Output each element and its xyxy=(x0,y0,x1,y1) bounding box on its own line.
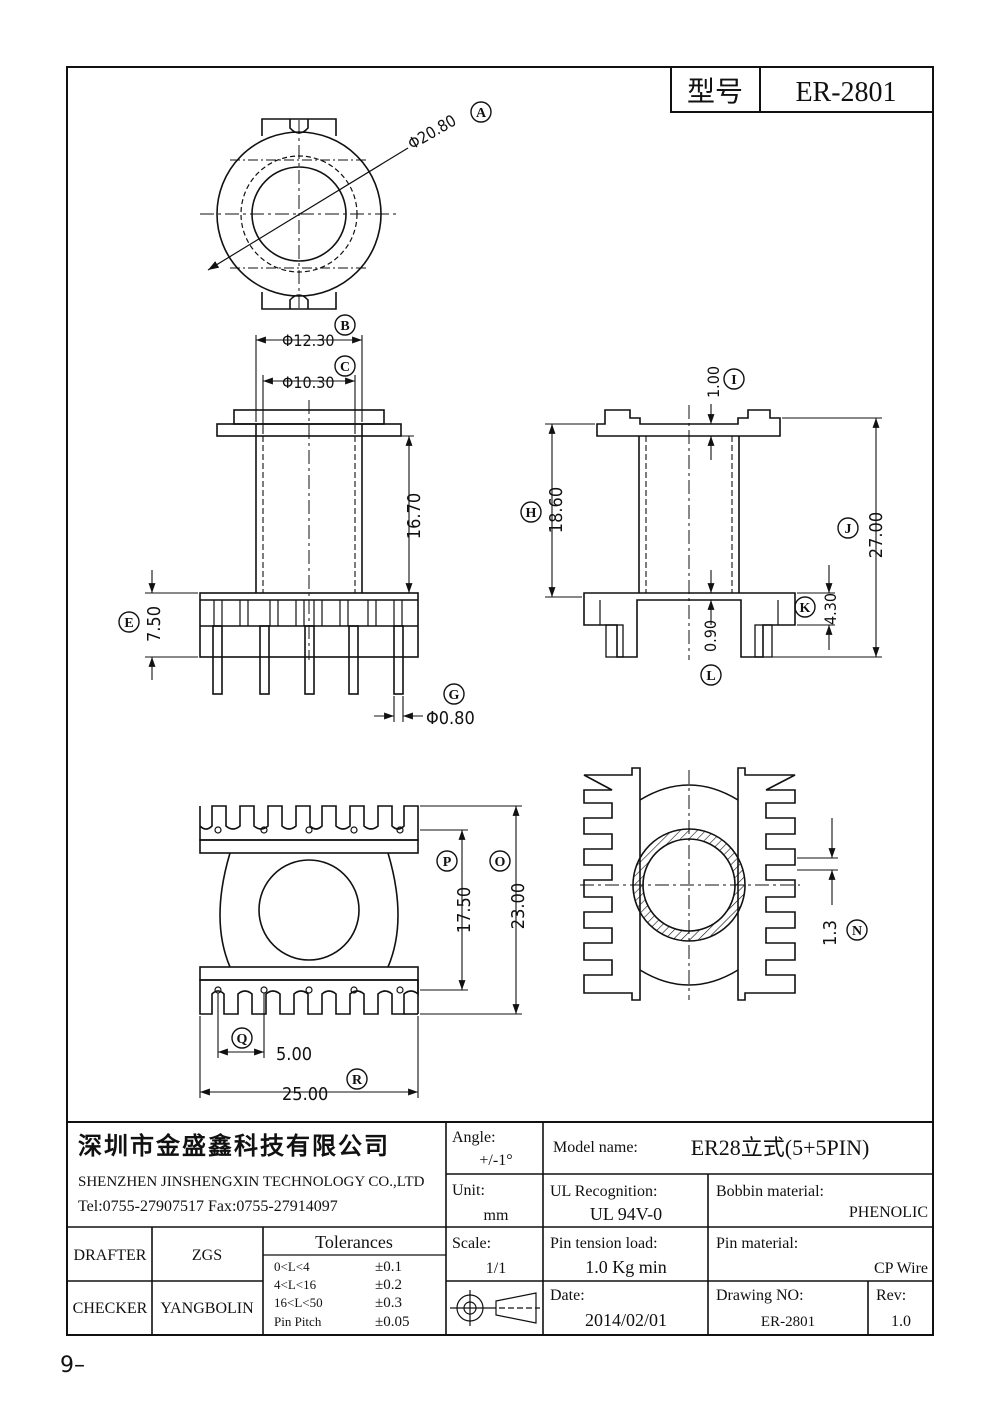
tol-range-1: 0<L<4 xyxy=(274,1259,310,1274)
tol-range-4: Pin Pitch xyxy=(274,1314,322,1329)
drawing-no-label: Drawing NO: xyxy=(716,1287,804,1304)
angle-label: Angle: xyxy=(452,1129,496,1146)
callouts xyxy=(118,101,868,1090)
model-label: 型号 xyxy=(687,76,743,108)
company-name-cn: 深圳市金盛鑫科技有限公司 xyxy=(78,1132,390,1160)
callout-i: I xyxy=(731,373,736,388)
title-block xyxy=(67,1121,933,1335)
dim-e-value: 7.50 xyxy=(144,606,165,642)
dim-l-value: 0.90 xyxy=(701,620,720,652)
model-number: ER-2801 xyxy=(795,77,896,108)
model-name-label: Model name: xyxy=(553,1139,638,1156)
section-view xyxy=(580,767,800,1001)
dim-q-value: 5.00 xyxy=(276,1044,312,1065)
dim-b-value: Φ12.30 xyxy=(282,331,335,350)
pin-tension-value: 1.0 Kg min xyxy=(585,1257,667,1277)
tol-range-3: 16<L<50 xyxy=(274,1295,323,1310)
dim-k-value: 4.30 xyxy=(821,593,840,625)
date-value: 2014/02/01 xyxy=(585,1310,667,1330)
callout-p: P xyxy=(443,855,452,870)
tol-value-3: ±0.3 xyxy=(375,1295,402,1311)
drawing-no-value: ER-2801 xyxy=(761,1314,815,1330)
dim-c-value: Φ10.30 xyxy=(282,373,335,392)
section-dims xyxy=(797,818,838,905)
model-header: 型号 ER-2801 xyxy=(670,66,934,113)
pin-material-label: Pin material: xyxy=(716,1235,798,1252)
checker-name: YANGBOLIN xyxy=(160,1300,254,1317)
callout-q: Q xyxy=(237,1032,248,1047)
angle-value: +/-1° xyxy=(479,1152,512,1169)
ul-value: UL 94V-0 xyxy=(590,1204,662,1224)
side-view xyxy=(583,405,796,660)
dim-p-value: 17.50 xyxy=(454,887,475,933)
dim-r-value: 25.00 xyxy=(282,1084,328,1105)
bobbin-label: Bobbin material: xyxy=(716,1183,824,1200)
scale-label: Scale: xyxy=(452,1235,491,1252)
outer-frame xyxy=(66,66,934,1336)
tol-value-1: ±0.1 xyxy=(375,1259,402,1275)
company-name-en: SHENZHEN JINSHENGXIN TECHNOLOGY CO.,LTD xyxy=(78,1174,425,1190)
dim-g-value: Φ0.80 xyxy=(426,708,475,729)
front-view xyxy=(199,400,419,695)
bobbin-value: PHENOLIC xyxy=(849,1204,928,1221)
scale-value: 1/1 xyxy=(486,1260,506,1277)
unit-value: mm xyxy=(484,1207,509,1224)
title-block-text: 深圳市金盛鑫科技有限公司 SHENZHEN JINSHENGXIN TECHNO… xyxy=(73,1129,928,1330)
bottom-view xyxy=(199,805,419,1015)
dimension-labels: Φ20.80 Φ12.30 Φ10.30 16.70 7.50 Φ0.80 18… xyxy=(144,111,887,1105)
date-label: Date: xyxy=(550,1287,585,1304)
callout-g: G xyxy=(449,688,460,703)
callout-e: E xyxy=(124,616,133,631)
side-dims xyxy=(545,404,882,658)
ul-label: UL Recognition: xyxy=(550,1183,657,1200)
rev-value: 1.0 xyxy=(891,1313,911,1330)
pin-tension-label: Pin tension load: xyxy=(550,1235,658,1252)
unit-label: Unit: xyxy=(452,1182,485,1199)
dim-n-value: 1.3 xyxy=(820,920,841,946)
callout-l: L xyxy=(706,669,715,684)
top-view xyxy=(200,118,409,310)
dim-h-value: 18.60 xyxy=(546,487,567,533)
front-dims xyxy=(145,335,423,722)
tolerances-title: Tolerances xyxy=(315,1232,393,1252)
callout-r: R xyxy=(352,1073,363,1088)
checker-label: CHECKER xyxy=(73,1300,148,1317)
rev-label: Rev: xyxy=(876,1287,906,1304)
callout-letters: A B C E G H I J K L N O P Q R xyxy=(124,106,862,1088)
pin-material-value: CP Wire xyxy=(874,1260,928,1277)
tol-range-2: 4<L<16 xyxy=(274,1277,317,1292)
bottom-dims xyxy=(199,805,522,1098)
callout-n: N xyxy=(852,924,862,939)
callout-j: J xyxy=(845,522,852,537)
page-number: 9– xyxy=(60,1353,85,1378)
dim-o-value: 23.00 xyxy=(508,883,529,929)
callout-c: C xyxy=(340,360,350,375)
callout-o: O xyxy=(495,855,506,870)
model-name-value: ER28立式(5+5PIN) xyxy=(691,1135,870,1160)
projection-symbol xyxy=(450,1290,540,1326)
company-contact: Tel:0755-27907517 Fax:0755-27914097 xyxy=(78,1198,338,1215)
dim-i-value: 1.00 xyxy=(704,366,723,398)
drafter-name: ZGS xyxy=(192,1247,222,1264)
callout-h: H xyxy=(526,506,537,521)
tol-value-2: ±0.2 xyxy=(375,1277,402,1293)
dim-d-value: 16.70 xyxy=(404,493,425,539)
dim-a-value: Φ20.80 xyxy=(405,111,460,154)
callout-b: B xyxy=(340,319,349,334)
drafter-label: DRAFTER xyxy=(74,1247,147,1264)
dim-j-value: 27.00 xyxy=(866,512,887,558)
callout-a: A xyxy=(476,106,487,121)
callout-k: K xyxy=(800,601,811,616)
tol-value-4: ±0.05 xyxy=(375,1314,409,1330)
